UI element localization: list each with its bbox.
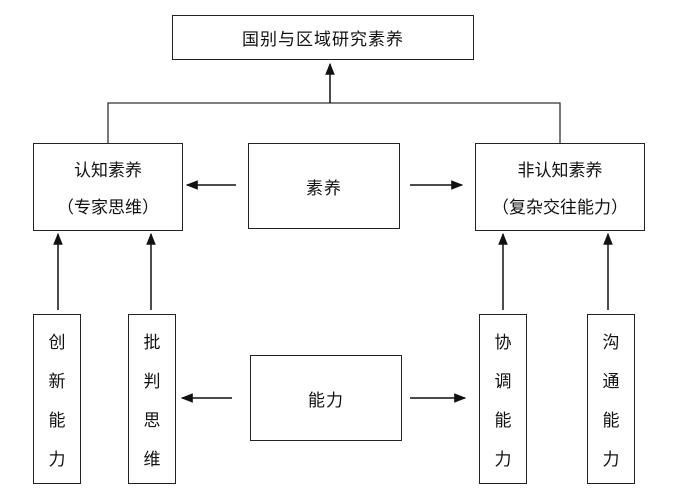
literacy-node: 素养 bbox=[248, 143, 400, 229]
coordination-char: 能 bbox=[494, 411, 512, 431]
innovation-char: 力 bbox=[48, 450, 66, 470]
communication-char: 力 bbox=[602, 450, 620, 470]
critical-char: 维 bbox=[143, 450, 161, 470]
communication-char: 通 bbox=[602, 372, 620, 392]
critical-char: 思 bbox=[143, 411, 161, 431]
top-node-label: 国别与区域研究素养 bbox=[242, 30, 404, 50]
ability-label: 能力 bbox=[308, 390, 344, 411]
communication-node: 沟 通 能 力 bbox=[587, 314, 635, 484]
cognitive-node: 认知素养 （专家思维） bbox=[33, 143, 183, 231]
literacy-label: 素养 bbox=[306, 178, 342, 199]
critical-char: 批 bbox=[143, 333, 161, 353]
noncognitive-subtitle: （复杂交往能力） bbox=[492, 198, 628, 218]
communication-char: 沟 bbox=[602, 333, 620, 353]
noncognitive-node: 非认知素养 （复杂交往能力） bbox=[475, 143, 645, 231]
communication-char: 能 bbox=[602, 411, 620, 431]
cognitive-subtitle: （专家思维） bbox=[57, 198, 159, 218]
coordination-node: 协 调 能 力 bbox=[479, 314, 527, 484]
cognitive-title: 认知素养 bbox=[74, 161, 142, 181]
innovation-char: 新 bbox=[48, 372, 66, 392]
coordination-char: 力 bbox=[494, 450, 512, 470]
coordination-char: 调 bbox=[494, 372, 512, 392]
merge-line bbox=[107, 102, 561, 143]
ability-node: 能力 bbox=[250, 355, 402, 441]
innovation-char: 创 bbox=[48, 333, 66, 353]
top-node: 国别与区域研究素养 bbox=[172, 15, 474, 60]
innovation-char: 能 bbox=[48, 411, 66, 431]
critical-thinking-node: 批 判 思 维 bbox=[128, 314, 176, 484]
critical-char: 判 bbox=[143, 372, 161, 392]
coordination-char: 协 bbox=[494, 333, 512, 353]
innovation-node: 创 新 能 力 bbox=[33, 314, 81, 484]
noncognitive-title: 非认知素养 bbox=[517, 161, 603, 181]
